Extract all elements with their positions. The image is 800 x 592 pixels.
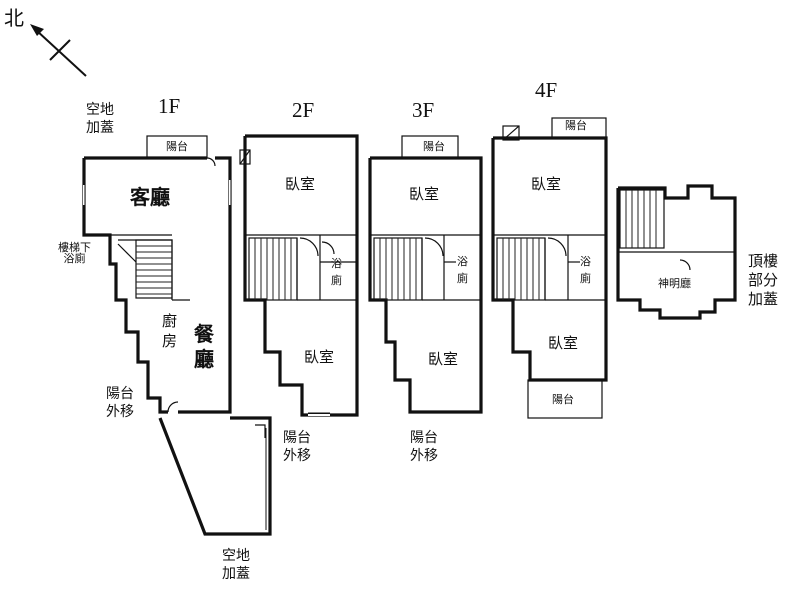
floor-2f-plan (239, 134, 359, 417)
floor-label-3f: 3F (412, 98, 435, 122)
label-1f-balcony: 陽台 (166, 140, 188, 153)
label-4f-bedroom-bottom: 臥室 (548, 334, 579, 352)
label-1f-extension-top: 空地 加蓋 (86, 102, 114, 136)
stairs-4f (496, 237, 546, 301)
roof-plan (616, 184, 737, 320)
label-roof-extension: 頂樓 部分 加蓋 (748, 252, 779, 308)
label-4f-balcony-top: 陽台 (565, 119, 587, 132)
label-3f-bath: 浴 廁 (457, 255, 468, 285)
label-3f-bedroom-bottom: 臥室 (428, 350, 459, 368)
stairs-2f (248, 237, 298, 301)
label-3f-balcony: 陽台 (423, 140, 445, 153)
stairs-1f (117, 239, 173, 299)
label-4f-bedroom-top: 臥室 (531, 175, 562, 193)
label-1f-balcony-moved: 陽台 外移 (106, 386, 134, 420)
balcony-4f-bottom (527, 379, 603, 419)
floor-label-4f: 4F (535, 78, 558, 102)
floor-4f-plan (491, 117, 608, 419)
label-1f-living-room: 客廳 (130, 185, 170, 209)
stairs-roof (619, 189, 665, 249)
label-3f-bedroom-top: 臥室 (409, 185, 440, 203)
floor-label-2f: 2F (292, 98, 315, 122)
floor-1f-plan (82, 135, 272, 536)
label-1f-dining: 餐 廳 (194, 322, 214, 371)
floor-3f-plan (368, 135, 483, 414)
label-1f-stair-bath: 樓梯下 浴廁 (58, 241, 91, 265)
label-2f-bath: 浴 廁 (331, 257, 342, 287)
label-2f-bedroom-top: 臥室 (285, 175, 316, 193)
label-4f-bath: 浴 廁 (580, 255, 591, 285)
label-2f-bedroom-bottom: 臥室 (304, 348, 335, 366)
floor-label-1f: 1F (158, 94, 181, 118)
compass-label: 北 (4, 6, 24, 30)
north-arrow-icon (30, 24, 87, 77)
label-1f-extension-bottom: 空地 加蓋 (222, 548, 250, 582)
label-2f-balcony-moved: 陽台 外移 (283, 430, 311, 464)
label-1f-kitchen: 廚 房 (162, 312, 178, 350)
label-3f-balcony-moved: 陽台 外移 (410, 430, 438, 464)
label-4f-balcony-bottom: 陽台 (552, 393, 574, 406)
label-roof-shrine: 神明廳 (658, 277, 691, 290)
stairs-3f (373, 237, 423, 301)
